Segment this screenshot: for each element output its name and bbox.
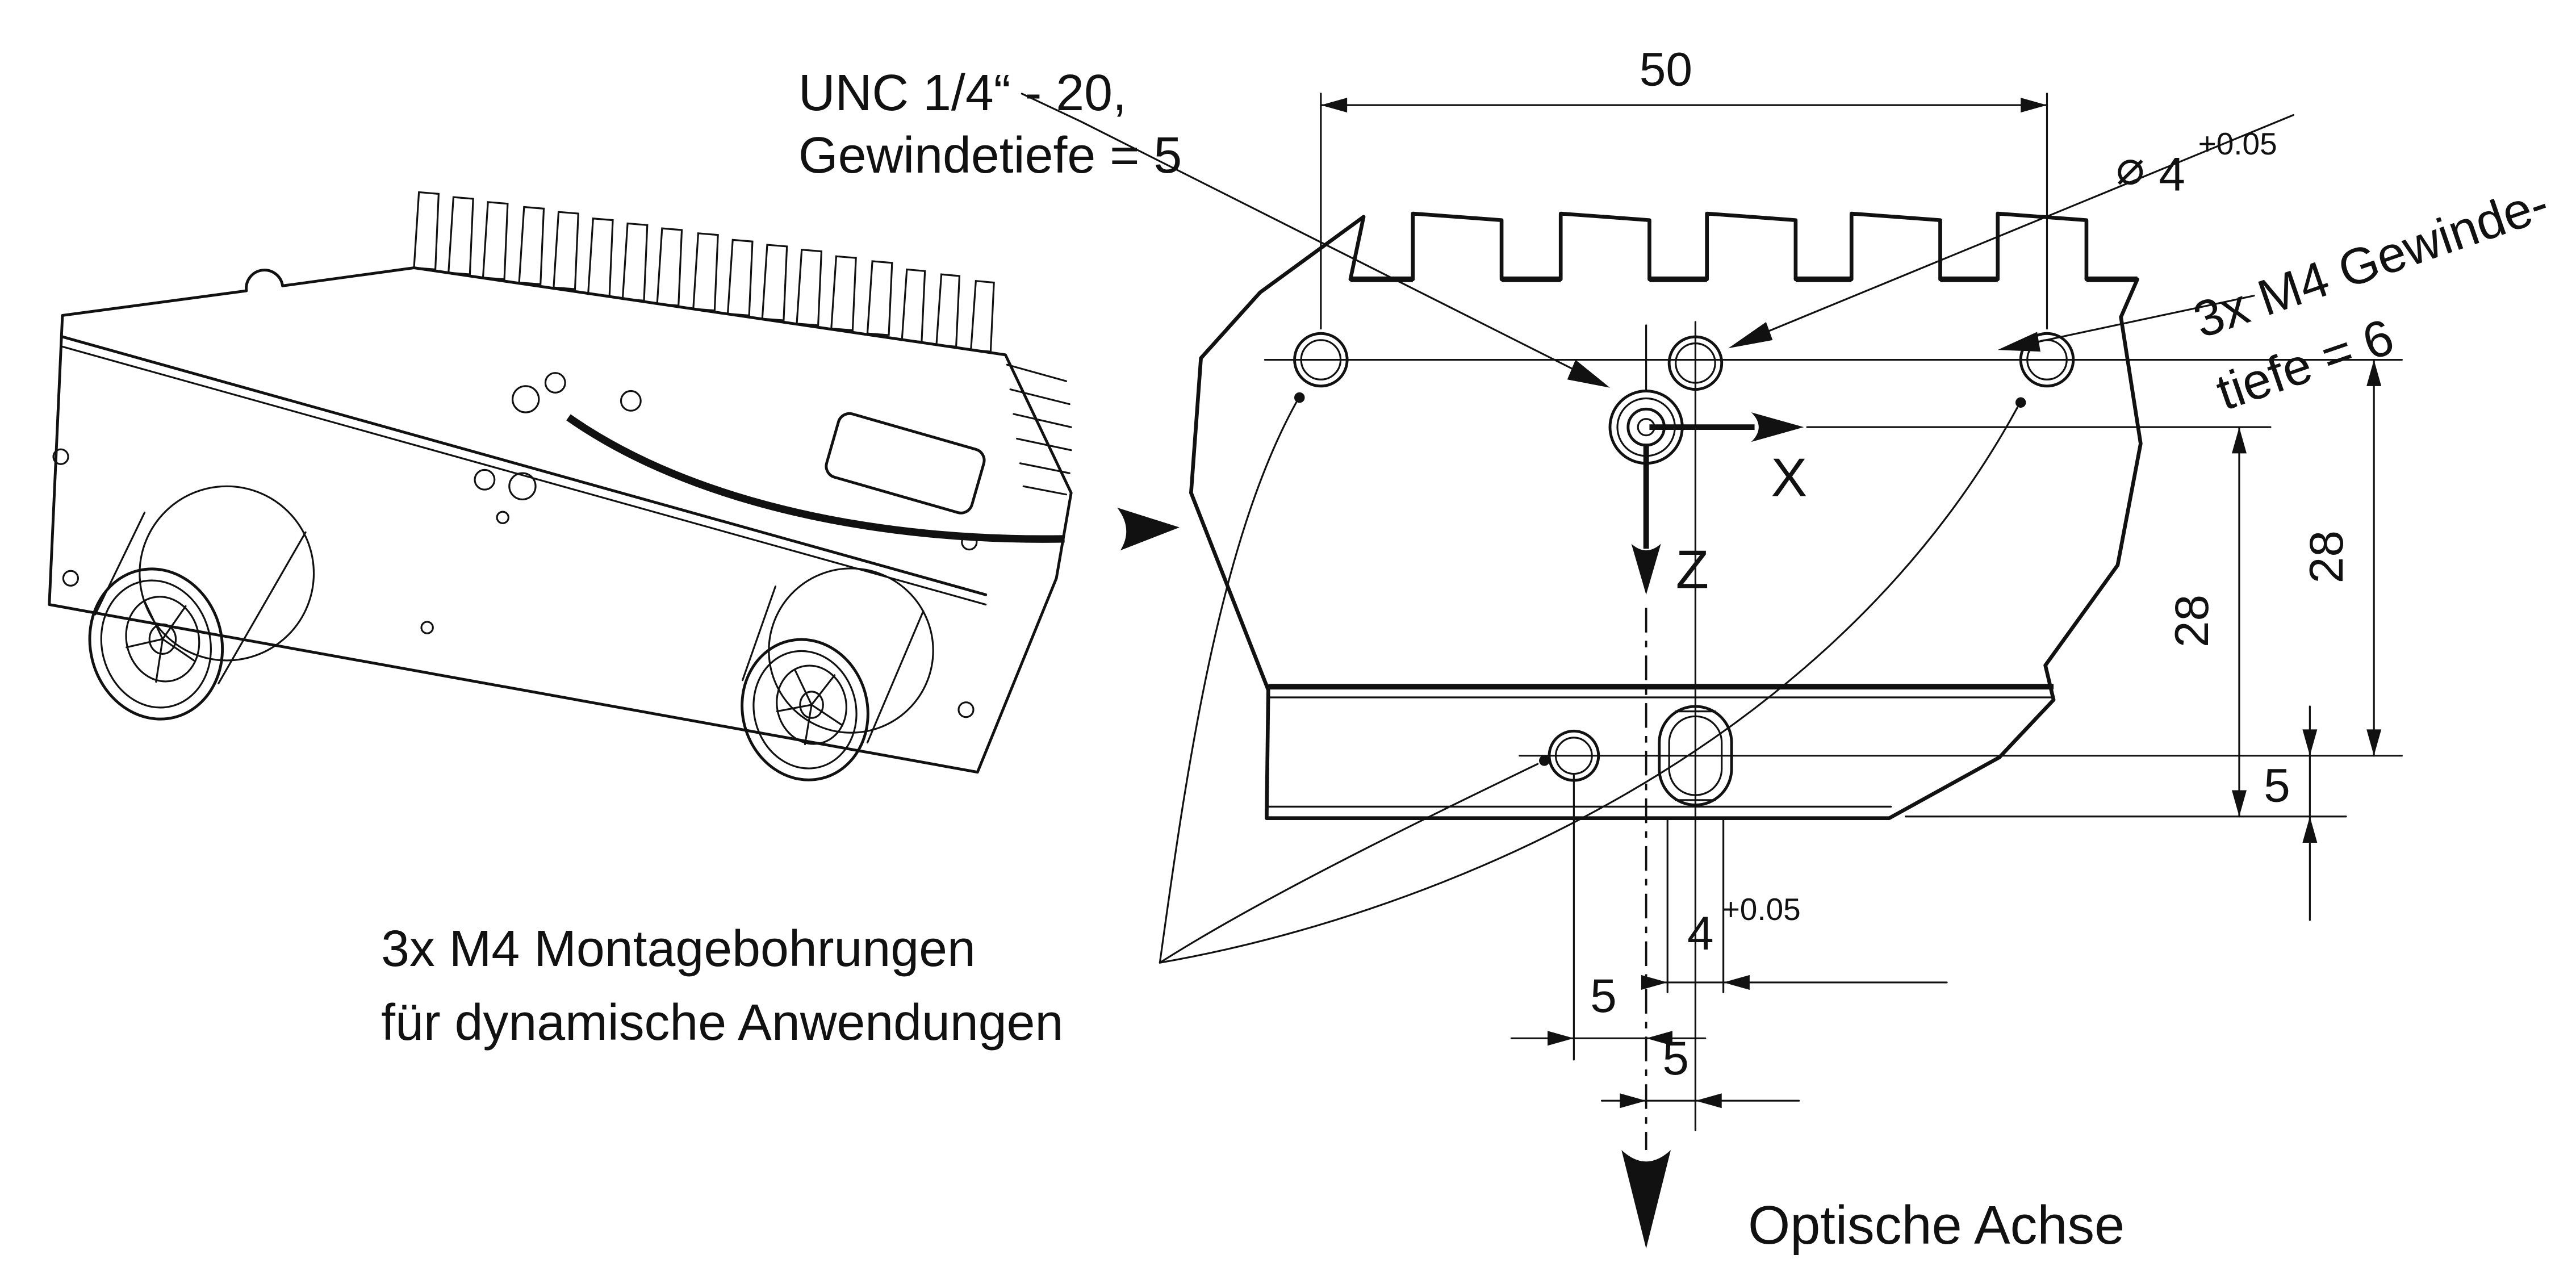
dim-top-width: 50 <box>1320 42 2048 330</box>
z-axis-label: Z <box>1676 540 1709 600</box>
slot-centerline <box>1675 321 1716 1131</box>
device-fin-stack-side <box>1006 363 1072 496</box>
device-lens-right <box>741 586 925 781</box>
front-view: X Z Optische Achse <box>1189 211 2403 1256</box>
device-screw-holes <box>52 372 978 718</box>
optical-axis-arrow-head <box>1621 1150 1671 1249</box>
label-hole-dia-tol: +0.05 <box>2198 126 2277 161</box>
device-to-view-arrow-curve <box>566 414 1065 543</box>
dim-slot-width-tol: +0.05 <box>1722 892 1801 927</box>
device-sketch <box>48 191 1180 781</box>
label-hole-dia-value: 4 <box>2159 148 2185 201</box>
x-axis: X <box>1649 412 2272 508</box>
label-montage-line2: für dynamische Anwendungen <box>381 994 1063 1051</box>
dim-right-outer-28: 28 <box>2299 358 2382 757</box>
label-unc-line1: UNC 1/4“ - 20, <box>798 65 1127 122</box>
dim-left-offset-5: 5 <box>1510 969 1707 1046</box>
dim-right-inner-28: 28 <box>1905 426 2347 818</box>
dim-left-offset-value: 5 <box>1590 969 1617 1022</box>
dim-right-outer-value: 28 <box>2299 530 2353 583</box>
device-body-outline <box>48 266 1073 774</box>
front-view-outline <box>1189 211 2143 820</box>
dim-slot-width-value: 4 <box>1687 906 1714 960</box>
dim-slot-offset-5: 5 <box>1600 1031 1800 1109</box>
device-face-edge-2 <box>61 345 987 606</box>
device-lens-mount-left <box>139 485 315 662</box>
optical-axis: Optische Achse <box>1621 608 2125 1256</box>
optical-axis-label: Optische Achse <box>1748 1195 2125 1256</box>
dim-slot-width: 4 +0.05 <box>1641 817 1948 993</box>
device-face-edge <box>61 335 988 596</box>
dim-right-edge-5: 5 <box>2264 705 2318 921</box>
dim-right-edge-value: 5 <box>2264 759 2290 812</box>
dim-top-width-value: 50 <box>1640 42 1692 95</box>
label-m4-mount-holes: 3x M4 Montagebohrungen für dynamische An… <box>381 392 2026 1051</box>
dim-right-inner-value: 28 <box>2165 595 2218 647</box>
z-axis: Z <box>1631 444 1709 600</box>
device-heatsink-fins <box>413 191 995 353</box>
label-m4-threads: 3x M4 Gewinde- tiefe = 6 <box>1997 175 2556 421</box>
dim-slot-offset-value: 5 <box>1662 1031 1689 1085</box>
label-hole-dia-symbol: ⌀ <box>2116 141 2145 194</box>
device-label-plate <box>825 412 986 515</box>
dimension-annotations: 50 28 28 5 4 <box>381 42 2556 1109</box>
device-to-view-arrow-head <box>1117 507 1180 551</box>
x-axis-label: X <box>1771 448 1808 508</box>
label-montage-line1: 3x M4 Montagebohrungen <box>381 921 976 977</box>
label-hole-dia: ⌀ 4 +0.05 <box>1728 114 2295 349</box>
label-unc-thread: UNC 1/4“ - 20, Gewindetiefe = 5 <box>798 65 1610 388</box>
device-lens-left <box>88 511 307 721</box>
label-unc-line2: Gewindetiefe = 5 <box>798 127 1182 184</box>
